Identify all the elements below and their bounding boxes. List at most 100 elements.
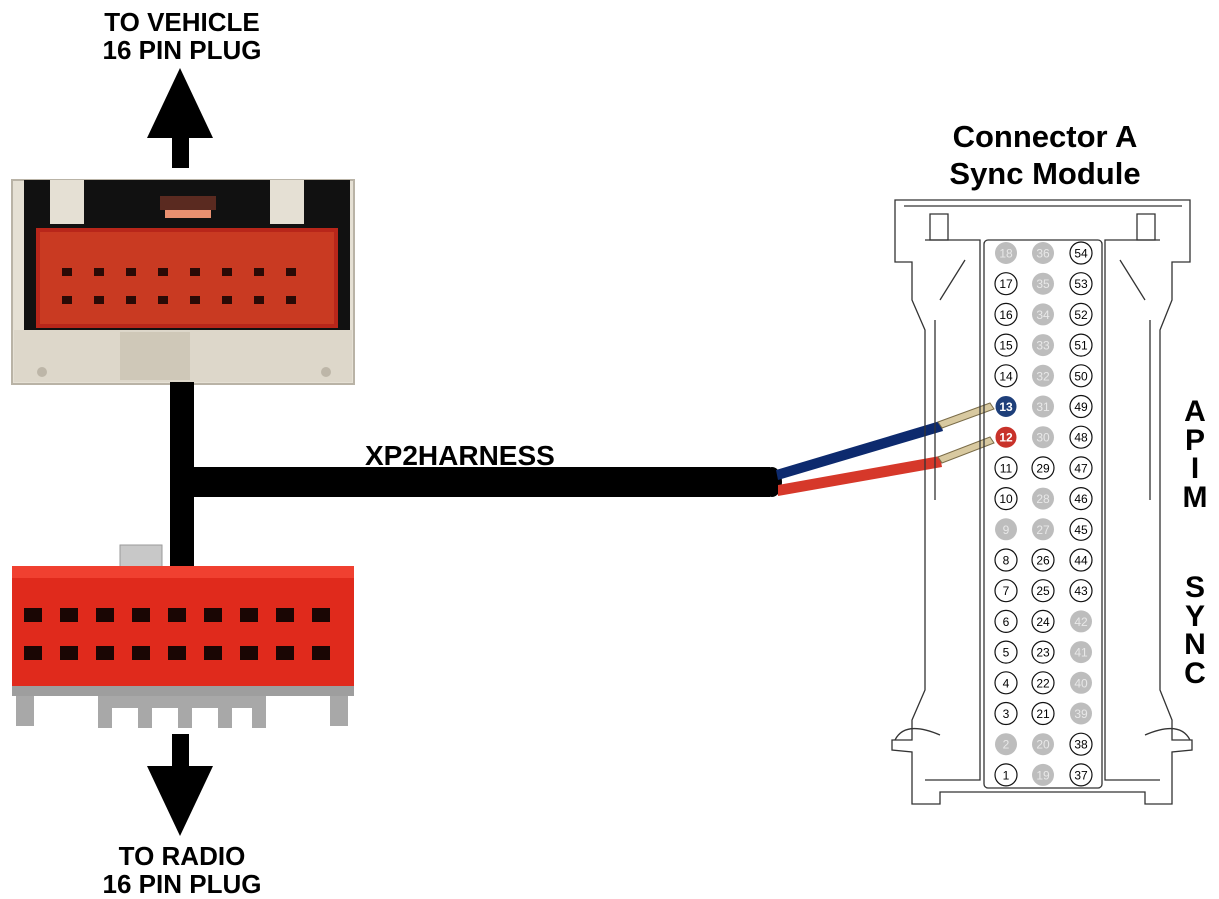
plug-pin-hole bbox=[126, 268, 136, 276]
connector-pin-number: 8 bbox=[1003, 554, 1010, 568]
connector-pin-51: 51 bbox=[1069, 333, 1093, 357]
plug-pin-hole bbox=[132, 608, 150, 622]
connector-pin-24: 24 bbox=[1031, 609, 1055, 634]
connector-pin-number: 22 bbox=[1036, 676, 1050, 690]
connector-pin-33: 33 bbox=[1032, 334, 1054, 357]
connector-pin-17: 17 bbox=[994, 272, 1018, 296]
connector-pin-number: 21 bbox=[1036, 707, 1050, 721]
connector-pin-39: 39 bbox=[1070, 702, 1092, 725]
connector-pin-number: 52 bbox=[1074, 308, 1088, 322]
connector-pin-number: 45 bbox=[1074, 523, 1088, 537]
apim-letter: A bbox=[1184, 395, 1206, 428]
to-vehicle-line2: 16 PIN PLUG bbox=[102, 35, 262, 65]
connector-pin-number: 54 bbox=[1074, 247, 1088, 261]
connector-pin-18: 18 bbox=[995, 242, 1017, 264]
plug-pin-hole bbox=[24, 646, 42, 660]
arrow-up-icon bbox=[147, 68, 213, 168]
connector-pin-31: 31 bbox=[1032, 395, 1054, 418]
connector-pin-12: 12 bbox=[994, 425, 1018, 449]
connector-pin-number: 27 bbox=[1036, 523, 1050, 537]
vehicle-plug bbox=[11, 179, 355, 385]
connector-pin-number: 12 bbox=[999, 431, 1013, 445]
connector-pin-number: 18 bbox=[999, 247, 1013, 261]
connector-pin-number: 42 bbox=[1074, 615, 1088, 629]
connector-pin-number: 43 bbox=[1074, 584, 1088, 598]
connector-pin-number: 53 bbox=[1074, 277, 1088, 291]
connector-pin-52: 52 bbox=[1069, 302, 1093, 326]
connector-pin-number: 5 bbox=[1003, 646, 1010, 660]
connector-pin-number: 25 bbox=[1036, 584, 1050, 598]
connector-pin-number: 24 bbox=[1036, 615, 1050, 629]
connector-pin-48: 48 bbox=[1069, 425, 1093, 449]
apim-vertical-label: A P I M bbox=[1180, 395, 1210, 514]
connector-pin-number: 40 bbox=[1074, 676, 1088, 690]
connector-pin-8: 8 bbox=[994, 548, 1018, 572]
plug-pin-hole bbox=[204, 646, 222, 660]
connector-pin-number: 51 bbox=[1074, 339, 1088, 353]
plug-pin-hole bbox=[132, 646, 150, 660]
connector-title: Connector A Sync Module bbox=[900, 118, 1190, 192]
connector-pin-20: 20 bbox=[1032, 733, 1054, 756]
plug-pin-hole bbox=[158, 268, 168, 276]
arrow-down-icon bbox=[147, 734, 213, 836]
connector-pin-22: 22 bbox=[1031, 671, 1055, 695]
connector-pin-46: 46 bbox=[1069, 487, 1093, 511]
plug-pin-hole bbox=[24, 608, 42, 622]
connector-pin-number: 30 bbox=[1036, 431, 1050, 445]
apim-letter: M bbox=[1182, 480, 1208, 514]
connector-pin-32: 32 bbox=[1032, 364, 1054, 387]
sync-letter: Y bbox=[1184, 599, 1205, 633]
connector-pin-number: 38 bbox=[1074, 738, 1088, 752]
plug-pin-hole bbox=[96, 608, 114, 622]
connector-pin-28: 28 bbox=[1032, 487, 1054, 510]
plug-pin-hole bbox=[96, 646, 114, 660]
sync-letter: S bbox=[1184, 571, 1205, 604]
radio-plug bbox=[12, 544, 354, 728]
connector-pin-number: 34 bbox=[1036, 308, 1050, 322]
connector-pin-number: 33 bbox=[1036, 339, 1050, 353]
to-radio-line1: TO RADIO bbox=[118, 841, 246, 871]
connector-pin-number: 26 bbox=[1036, 554, 1050, 568]
harness-cable bbox=[170, 382, 782, 567]
harness-label: XP2HARNESS bbox=[365, 440, 555, 471]
apim-letter: I bbox=[1190, 452, 1200, 485]
plug-pin-hole bbox=[168, 608, 186, 622]
plug-pin-hole bbox=[254, 268, 264, 276]
connector-pin-number: 41 bbox=[1074, 646, 1088, 660]
connector-pin-number: 7 bbox=[1003, 584, 1010, 598]
connector-pin-25: 25 bbox=[1031, 579, 1055, 603]
connector-pin-37: 37 bbox=[1069, 763, 1093, 787]
connector-pin-number: 13 bbox=[999, 400, 1013, 414]
connector-pin-number: 3 bbox=[1003, 707, 1010, 721]
plug-pin-hole bbox=[60, 646, 78, 660]
connector-pin-number: 2 bbox=[1003, 738, 1010, 752]
connector-pin-2: 2 bbox=[995, 733, 1017, 756]
connector-pin-6: 6 bbox=[994, 609, 1018, 634]
sync-letter: C bbox=[1184, 656, 1206, 690]
plug-pin-hole bbox=[204, 608, 222, 622]
connector-pin-44: 44 bbox=[1069, 548, 1093, 572]
connector-pin-number: 20 bbox=[1036, 738, 1050, 752]
connector-pin-number: 11 bbox=[1000, 461, 1013, 475]
plug-pin-hole bbox=[276, 646, 294, 660]
plug-pin-hole bbox=[222, 268, 232, 276]
connector-pin-number: 14 bbox=[999, 369, 1013, 383]
connector-pin-number: 47 bbox=[1074, 461, 1088, 475]
connector-pin-7: 7 bbox=[994, 579, 1018, 603]
connector-pin-number: 39 bbox=[1074, 707, 1088, 721]
connector-pin-number: 36 bbox=[1036, 247, 1050, 261]
connector-pin-1: 1 bbox=[994, 763, 1018, 787]
connector-pin-number: 28 bbox=[1036, 492, 1050, 506]
plug-pin-hole bbox=[254, 296, 264, 304]
connector-pin-number: 48 bbox=[1074, 431, 1088, 445]
connector-pin-number: 37 bbox=[1074, 768, 1088, 782]
connector-pin-number: 49 bbox=[1074, 400, 1088, 414]
connector-pin-15: 15 bbox=[994, 333, 1018, 357]
plug-pin-hole bbox=[168, 646, 186, 660]
connector-pin-35: 35 bbox=[1032, 272, 1054, 295]
connector-pin-54: 54 bbox=[1069, 241, 1093, 265]
plug-pin-hole bbox=[240, 646, 258, 660]
connector-pin-16: 16 bbox=[994, 302, 1018, 326]
connector-pin-36: 36 bbox=[1032, 242, 1054, 264]
